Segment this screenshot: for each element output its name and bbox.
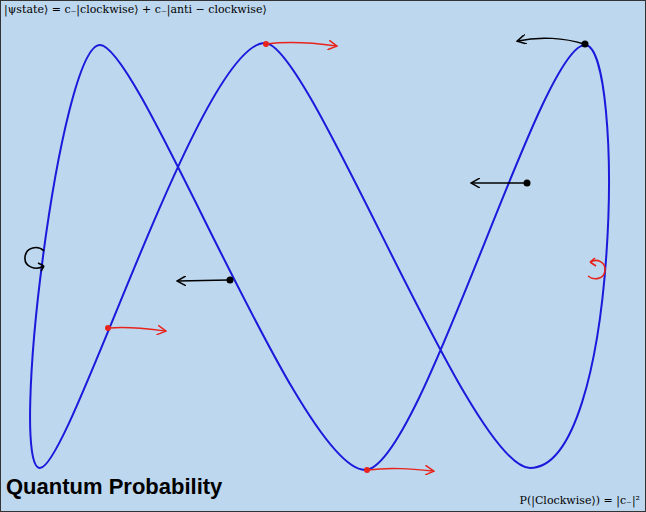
title: Quantum Probability — [6, 474, 222, 500]
probability-formula: P(|Clockwise⟩) = |c₋|² — [520, 494, 640, 507]
red-dots — [105, 41, 370, 473]
anticlockwise-symbol — [588, 258, 605, 279]
red-arrows — [109, 43, 433, 471]
black-dots — [227, 41, 589, 284]
clockwise-symbol — [25, 248, 44, 271]
blue-curve — [30, 43, 609, 470]
state-formula: |ψstate⟩ = c₋|clockwise⟩ + c₋|anti − clo… — [4, 3, 267, 16]
black-arrows — [178, 38, 584, 281]
